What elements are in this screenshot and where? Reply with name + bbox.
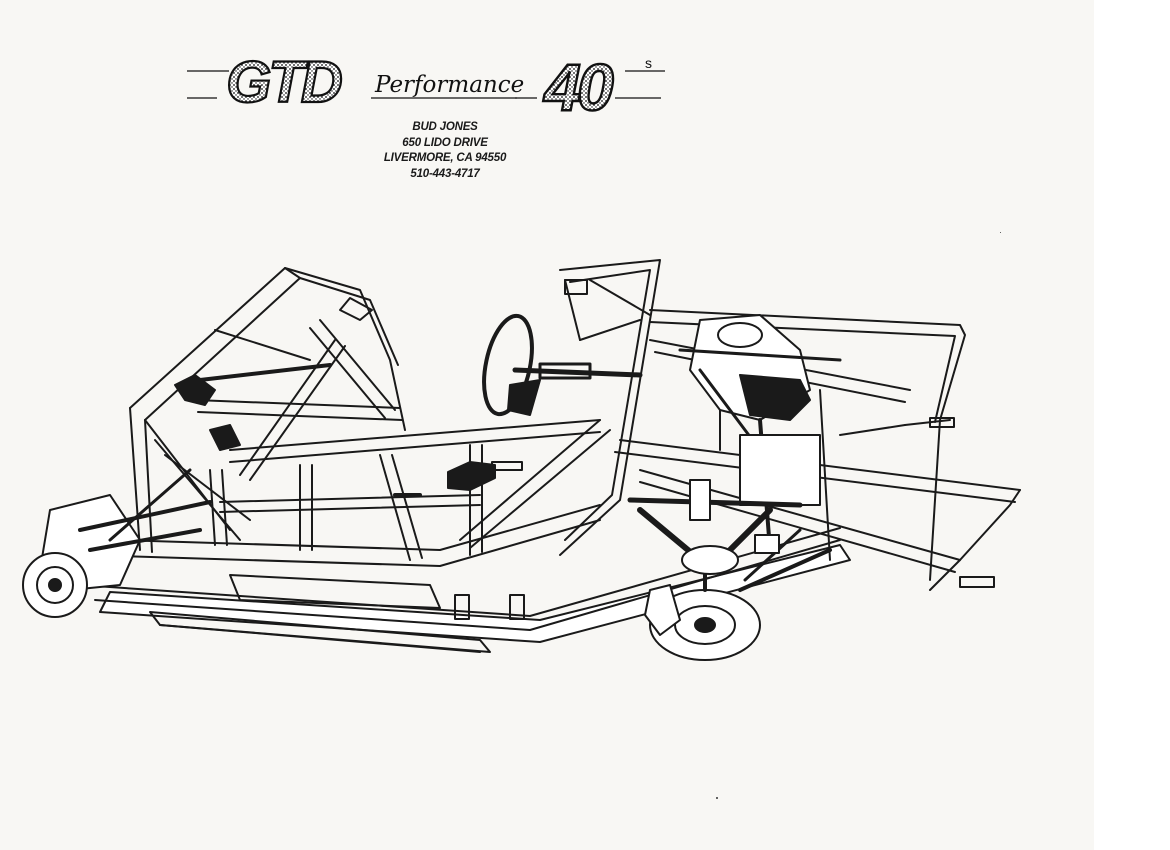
floor-cross-members bbox=[209, 444, 483, 609]
contact-street: 650 LIDO DRIVE bbox=[402, 136, 488, 149]
logo-graphic: GTD Performance 40 s bbox=[187, 49, 665, 118]
misc-brackets bbox=[393, 279, 588, 620]
rear-suspension bbox=[637, 507, 832, 661]
floor-pan bbox=[99, 544, 851, 653]
scanner-margin bbox=[1094, 0, 1170, 850]
contact-name: BUD JONES bbox=[412, 121, 478, 133]
contact-city: LIVERMORE, CA 94550 bbox=[383, 152, 507, 164]
gtd-performance-logo: GTD Performance 40 s bbox=[185, 48, 665, 118]
logo-model-number: 40 bbox=[542, 50, 614, 118]
paper-speck bbox=[716, 797, 718, 799]
logo-script-word: Performance bbox=[374, 72, 524, 98]
front-roll-cage bbox=[129, 267, 406, 553]
logo-brand-letters: GTD bbox=[226, 50, 342, 115]
drivetrain bbox=[627, 314, 842, 552]
chassis-illustration bbox=[0, 240, 1094, 680]
contact-phone: 510-443-4717 bbox=[410, 167, 480, 180]
contact-block: BUD JONES 650 LIDO DRIVE LIVERMORE, CA 9… bbox=[340, 120, 550, 182]
chassis-frame-svg bbox=[22, 259, 1021, 661]
logo-model-suffix: s bbox=[645, 55, 652, 71]
letterhead: GTD Performance 40 s BUD JONES 650 LIDO … bbox=[0, 0, 1094, 200]
main-hoop bbox=[459, 259, 661, 556]
steering-assembly bbox=[482, 313, 643, 417]
front-suspension bbox=[22, 363, 332, 618]
paper-speck bbox=[1000, 232, 1001, 233]
